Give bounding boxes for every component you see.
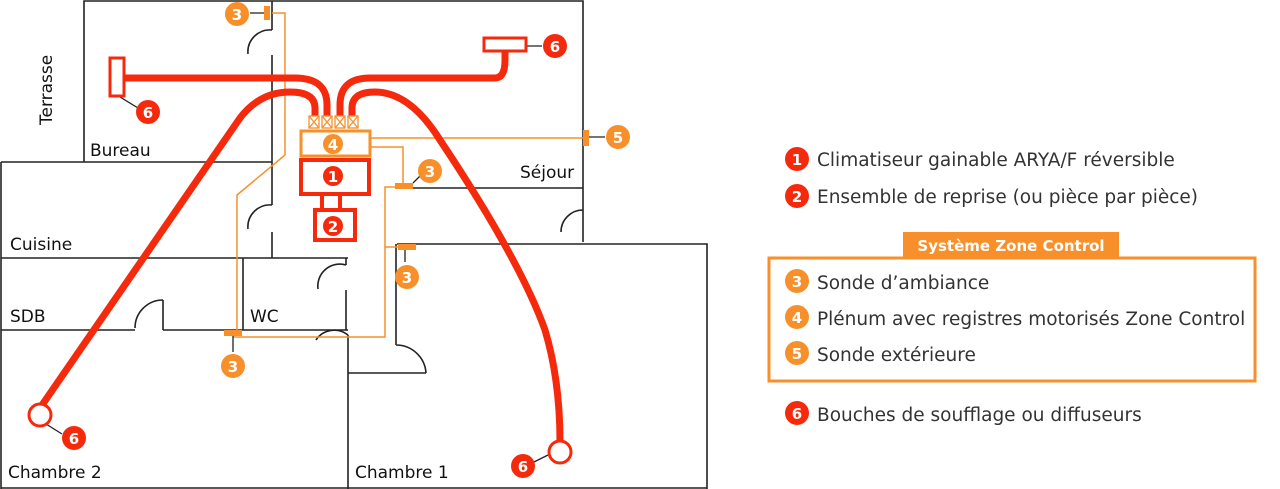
legend-item-5: Sonde extérieure <box>817 345 976 366</box>
marker-3-sejour: 3 <box>425 163 435 181</box>
sensor-chambre1 <box>398 244 416 250</box>
marker-1: 1 <box>328 168 338 186</box>
sensor-wc <box>224 330 242 336</box>
sensor-sejour <box>395 183 413 189</box>
marker-6-sejour: 6 <box>550 38 560 56</box>
sensor-bureau <box>264 6 270 20</box>
diffuser-bureau <box>108 56 126 98</box>
marker-6-bureau: 6 <box>143 104 153 122</box>
room-label-sejour: Séjour <box>520 163 574 183</box>
sensor-exterior <box>583 130 589 146</box>
marker-4: 4 <box>328 136 338 154</box>
zone-control-title: Système Zone Control <box>917 237 1104 255</box>
zone-control-title-bg <box>903 232 1119 258</box>
marker-3-bureau: 3 <box>232 6 242 24</box>
room-label-sdb: SDB <box>10 307 46 327</box>
room-label-bureau: Bureau <box>90 141 151 161</box>
marker-3-wc: 3 <box>228 358 238 376</box>
marker-6-chambre2: 6 <box>69 430 79 448</box>
diffuser-chambre2 <box>27 402 53 428</box>
legend-badge-2: 2 <box>792 188 802 206</box>
legend: 1 Climatiseur gainable ARYA/F réversible… <box>767 147 1257 426</box>
room-label-terrasse: Terrasse <box>37 55 57 126</box>
legend-badge-4: 4 <box>792 309 802 327</box>
marker-3-chambre1: 3 <box>402 269 412 287</box>
legend-badge-5: 5 <box>792 345 802 363</box>
room-label-wc: WC <box>250 307 279 327</box>
diffuser-chambre1 <box>547 439 573 465</box>
marker-5: 5 <box>613 129 623 147</box>
legend-item-1: Climatiseur gainable ARYA/F réversible <box>817 150 1175 171</box>
legend-item-3: Sonde d’ambiance <box>817 273 989 294</box>
legend-item-4: Plénum avec registres motorisés Zone Con… <box>817 309 1245 330</box>
motorized-dampers <box>308 115 359 129</box>
marker-6-chambre1: 6 <box>518 458 528 476</box>
legend-badge-3: 3 <box>792 273 802 291</box>
room-label-cuisine: Cuisine <box>10 235 72 255</box>
legend-badge-6: 6 <box>792 405 802 423</box>
room-label-chambre1: Chambre 1 <box>355 463 449 483</box>
legend-badge-1: 1 <box>792 151 802 169</box>
diffuser-sejour <box>482 36 528 53</box>
room-label-chambre2: Chambre 2 <box>8 463 102 483</box>
legend-item-2: Ensemble de reprise (ou pièce par pièce) <box>817 187 1198 208</box>
plan-markers: 4 1 2 3 3 3 3 5 6 6 6 6 <box>62 2 630 478</box>
marker-2: 2 <box>328 218 338 236</box>
legend-item-6: Bouches de soufflage ou diffuseurs <box>817 405 1142 426</box>
supply-ducts <box>27 36 573 465</box>
walls <box>0 0 708 489</box>
